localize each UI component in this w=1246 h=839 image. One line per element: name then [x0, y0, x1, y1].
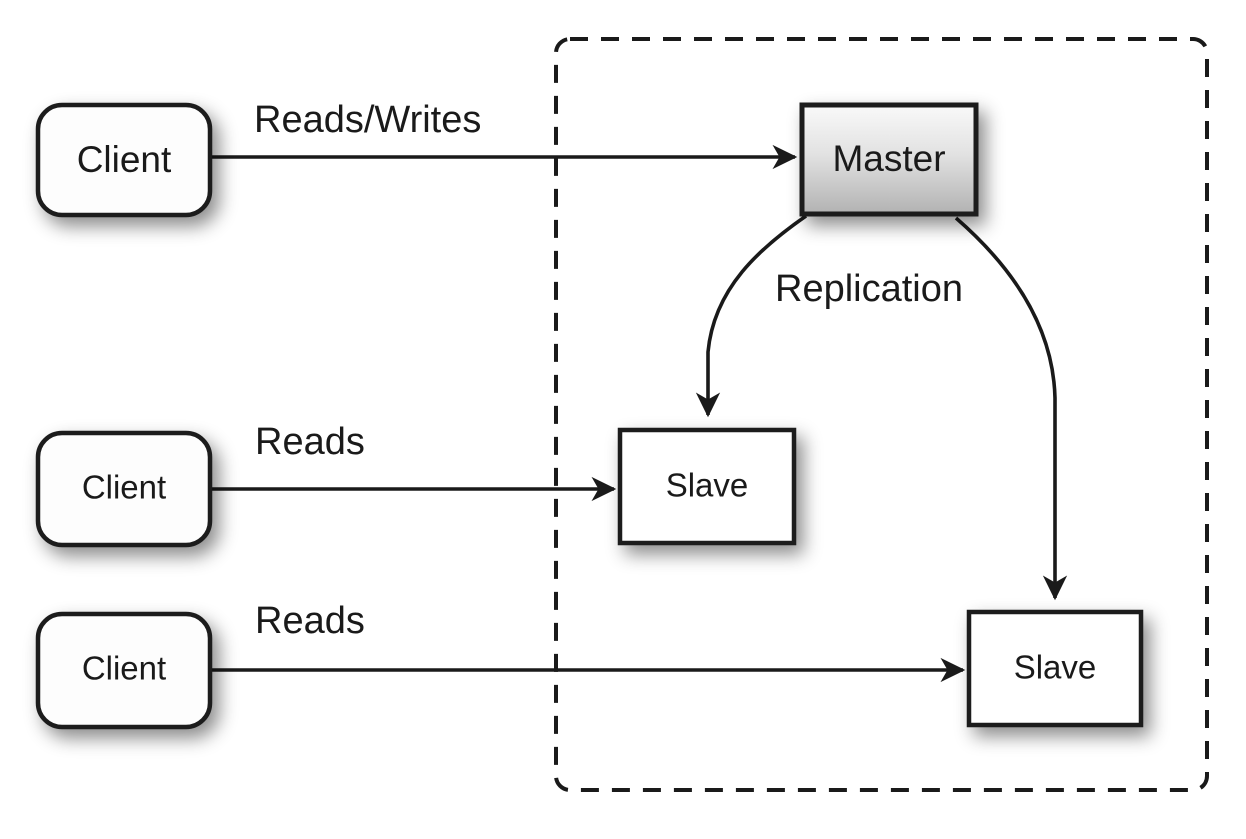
replicated-cluster-boundary	[554, 37, 1209, 792]
edge-label-reads-2: Reads	[255, 600, 365, 642]
slave-1-box[interactable]	[617, 427, 797, 546]
node-client-3[interactable]: Client	[35, 611, 213, 730]
client-1-label: Client	[77, 139, 172, 180]
client-2-label: Client	[82, 469, 166, 506]
edge-master-slave1	[695, 214, 808, 418]
edge-master-slave2	[954, 216, 1068, 601]
master-box[interactable]	[799, 102, 979, 217]
client-1-box[interactable]	[35, 102, 213, 218]
client-3-box[interactable]	[35, 611, 213, 730]
node-slave-1[interactable]: Slave	[617, 427, 797, 546]
edge-label-replication: Replication	[775, 268, 963, 310]
node-client-2[interactable]: Client	[35, 430, 213, 548]
slave-2-box[interactable]	[966, 609, 1144, 728]
slave-1-label: Slave	[666, 467, 749, 504]
client-3-label: Client	[82, 650, 166, 687]
edge-label-reads-writes: Reads/Writes	[254, 99, 481, 141]
node-master[interactable]: Master	[799, 102, 979, 217]
edge-label-reads-1: Reads	[255, 421, 365, 463]
slave-2-label: Slave	[1014, 649, 1097, 686]
client-2-box[interactable]	[35, 430, 213, 548]
node-client-1[interactable]: Client	[35, 102, 213, 218]
master-label: Master	[832, 138, 945, 179]
node-slave-2[interactable]: Slave	[966, 609, 1144, 728]
